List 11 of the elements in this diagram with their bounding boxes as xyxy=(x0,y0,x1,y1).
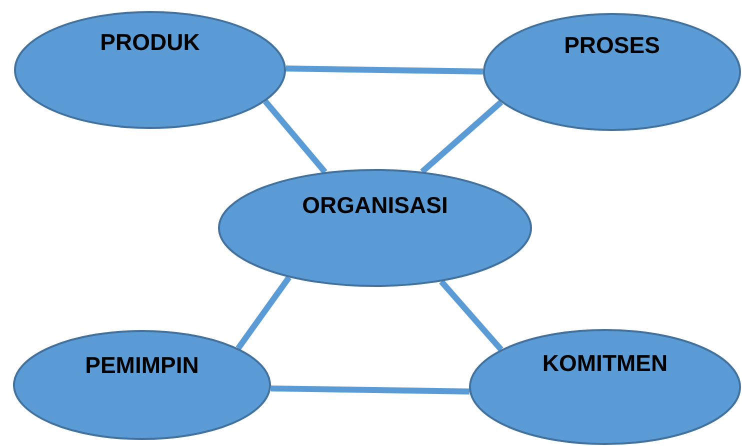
node-label: PRODUK xyxy=(99,29,201,56)
connector-line xyxy=(286,66,484,75)
connector-line xyxy=(270,385,470,394)
connector-line xyxy=(236,276,292,350)
connector-line xyxy=(263,99,328,174)
node-label: KOMITMEN xyxy=(541,350,669,377)
node-label: PROSES xyxy=(563,32,661,59)
connector-line xyxy=(420,100,504,174)
node-label: PEMIMPIN xyxy=(84,352,200,379)
connector-line xyxy=(439,280,504,352)
node-label: ORGANISASI xyxy=(301,192,449,219)
